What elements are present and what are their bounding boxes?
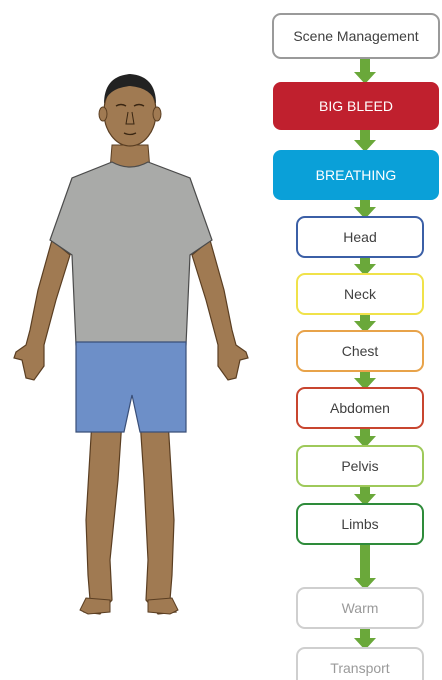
down-arrow-icon: [354, 484, 376, 506]
down-arrow-icon: [354, 128, 376, 152]
down-arrow-icon: [354, 426, 376, 448]
flow-step-chest: Chest: [297, 331, 423, 371]
down-arrow-icon: [354, 369, 376, 390]
flow-step-abdomen: Abdomen: [297, 388, 423, 428]
flow-step-warm: Warm: [297, 588, 423, 628]
flow-step-scene-management: Scene Management: [273, 14, 439, 58]
flow-step-label: Limbs: [341, 516, 378, 532]
flow-step-breathing: BREATHING: [273, 150, 439, 200]
flow-step-label: Head: [343, 229, 376, 245]
flow-step-label: Pelvis: [341, 458, 378, 474]
down-arrow-icon: [354, 255, 376, 276]
flow-step-neck: Neck: [297, 274, 423, 314]
flow-step-transport: Transport: [297, 648, 423, 680]
flow-step-limbs: Limbs: [297, 504, 423, 544]
flow-step-big-bleed: BIG BLEED: [273, 82, 439, 130]
down-arrow-icon: [354, 198, 376, 219]
down-arrow-icon: [354, 56, 376, 84]
flow-step-label: Chest: [342, 343, 379, 359]
down-arrow-icon: [354, 626, 376, 650]
down-arrow-icon: [354, 312, 376, 333]
flow-step-label: BREATHING: [316, 167, 397, 183]
flow-step-label: BIG BLEED: [319, 98, 393, 114]
flow-step-label: Warm: [342, 600, 379, 616]
down-arrow-icon: [354, 542, 376, 590]
flow-step-label: Abdomen: [330, 400, 390, 416]
flow-step-pelvis: Pelvis: [297, 446, 423, 486]
flow-step-head: Head: [297, 217, 423, 257]
flow-step-label: Transport: [330, 660, 390, 676]
flow-step-label: Neck: [344, 286, 377, 302]
flow-step-label: Scene Management: [293, 28, 418, 44]
